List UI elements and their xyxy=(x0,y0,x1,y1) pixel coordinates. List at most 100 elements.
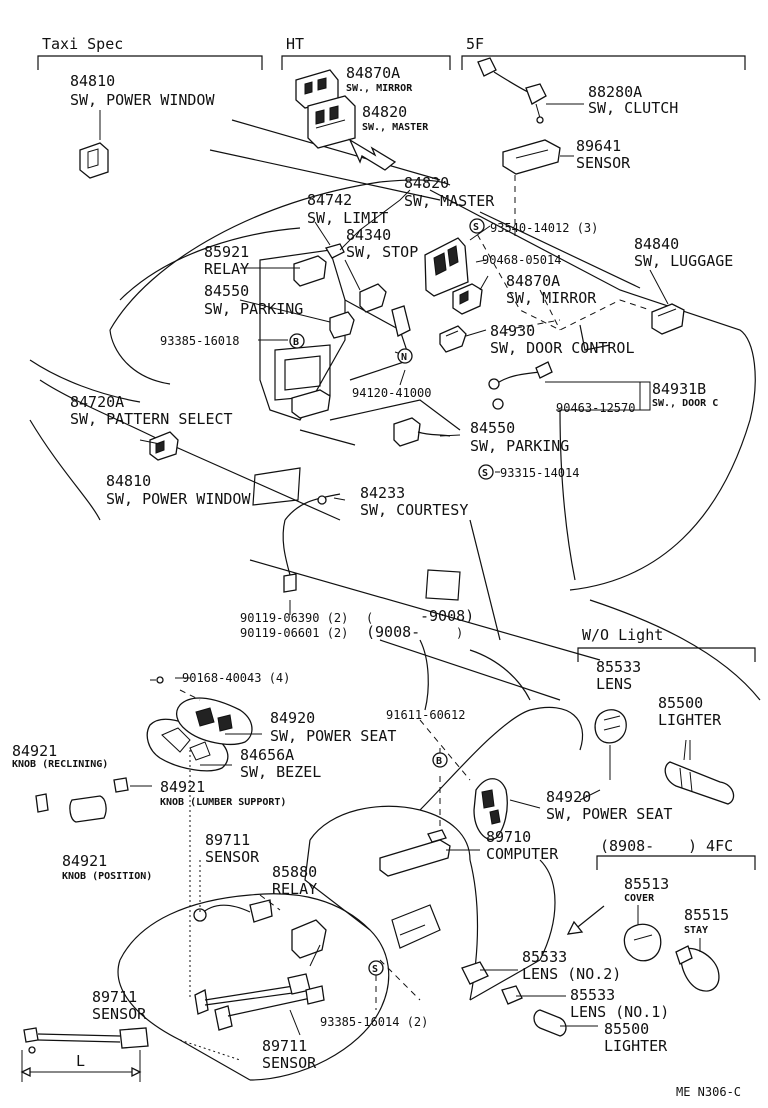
seat-outline xyxy=(117,706,584,1081)
part-number: 84920 xyxy=(270,709,315,727)
part-name: SW, PATTERN SELECT xyxy=(70,410,233,428)
section-ht: HT xyxy=(286,35,304,53)
part-name: KNOB (LUMBER SUPPORT) xyxy=(160,797,286,808)
part-number: 84810 xyxy=(70,72,115,90)
power-seat-switch-icon xyxy=(150,676,253,745)
section-taxi-spec: Taxi Spec xyxy=(42,35,123,53)
callout-marks: S B N S B S xyxy=(289,218,494,976)
part-number: 84920 xyxy=(546,788,591,806)
part-name: LENS xyxy=(596,675,632,693)
fastener-code: 93540-14012 (3) xyxy=(490,221,598,235)
part-number: 85921 xyxy=(204,243,249,261)
part-number: 84550 xyxy=(204,282,249,300)
stop-switch-icon xyxy=(359,283,411,337)
lens-no2-icon xyxy=(461,961,489,985)
sensor-cable-icon xyxy=(23,1027,149,1054)
lens-no1-icon xyxy=(501,985,523,1005)
part-name: SW, STOP xyxy=(346,243,418,261)
fastener-code: 90119-06390 (2) xyxy=(240,611,348,625)
computer-icon xyxy=(379,829,451,877)
part-number: 84550 xyxy=(470,419,515,437)
part-name: SW, MIRROR xyxy=(506,289,597,307)
clutch-switch-icon xyxy=(477,57,547,124)
part-name: STAY xyxy=(684,925,708,936)
part-name: COVER xyxy=(624,893,655,904)
door-courtesy-switch-icon xyxy=(488,361,553,410)
part-number: 89711 xyxy=(262,1037,307,1055)
part-name: KNOB (RECLINING) xyxy=(12,759,108,770)
arrow-icon xyxy=(348,138,397,171)
part-number: 85500 xyxy=(658,694,703,712)
fastener-code: 93385-16018 xyxy=(160,334,239,348)
part-number: 85880 xyxy=(272,863,317,881)
part-name: SW, DOOR CONTROL xyxy=(490,339,635,357)
cover-icon xyxy=(623,923,662,962)
part-name: SW., MASTER xyxy=(362,122,429,133)
part-number: 84921 xyxy=(160,778,205,796)
lens-icon xyxy=(594,709,627,744)
right-power-seat-switch-icon xyxy=(473,778,508,840)
fastener-code: 90119-06601 (2) xyxy=(240,626,348,640)
knob-position-icon xyxy=(69,795,107,823)
part-number: 85533 xyxy=(570,986,615,1004)
pattern-select-switch-icon xyxy=(149,431,179,461)
relay-seat-icon xyxy=(291,919,327,959)
part-name: SW, LIMIT xyxy=(307,209,388,227)
part-name: SENSOR xyxy=(262,1054,317,1072)
switch-power-window-icon xyxy=(79,110,109,179)
mirror-switch-door-icon xyxy=(452,283,483,315)
box-icon xyxy=(291,389,331,419)
part-name: SW, PARKING xyxy=(204,300,303,318)
part-number: 88280A xyxy=(588,83,642,101)
callout-b-mark: B xyxy=(436,756,442,767)
switch-master-icon xyxy=(307,95,356,149)
sensor-icon xyxy=(502,139,561,175)
parking-switch-dash-icon xyxy=(329,311,355,339)
part-name: SW., MIRROR xyxy=(346,83,413,94)
fastener-range: ) xyxy=(456,626,463,640)
part-name: SW, POWER WINDOW xyxy=(70,91,215,109)
part-number: 89711 xyxy=(92,988,137,1006)
part-name: SW, MASTER xyxy=(404,192,495,210)
leader-lines xyxy=(130,103,701,1061)
part-name: SW, POWER SEAT xyxy=(546,805,672,823)
callout-n-mark: N xyxy=(401,352,407,363)
fastener-code: 94120-41000 xyxy=(352,386,431,400)
part-number: 89641 xyxy=(576,137,621,155)
door-control-switch-icon xyxy=(439,325,467,353)
part-name: SW, LUGGAGE xyxy=(634,252,733,270)
part-number: 84840 xyxy=(634,235,679,253)
part-number: 84720A xyxy=(70,393,124,411)
part-name: SENSOR xyxy=(576,154,631,172)
part-number: 84656A xyxy=(240,746,294,764)
fastener-range: -9008) xyxy=(420,607,474,625)
dimension-l: L xyxy=(20,1050,142,1082)
callout-b-mark: B xyxy=(293,337,299,348)
part-name: SW., DOOR C xyxy=(652,398,718,409)
part-number: 84921 xyxy=(62,852,107,870)
section-brackets xyxy=(37,55,756,870)
relay-icon xyxy=(293,255,327,287)
knob-lumber-icon xyxy=(113,777,129,793)
part-name: SW, PARKING xyxy=(470,437,569,455)
section-wo-light: W/O Light xyxy=(582,626,663,644)
arrow-lower-icon xyxy=(566,905,605,935)
fastener-code: 93315-14014 xyxy=(500,466,579,480)
part-number: 84870A xyxy=(506,272,560,290)
part-number: 84742 xyxy=(307,191,352,209)
part-number: 85533 xyxy=(596,658,641,676)
fastener-code: 90168-40043 (4) xyxy=(182,671,290,685)
part-name: LENS (NO.1) xyxy=(570,1003,669,1021)
part-number: 84340 xyxy=(346,226,391,244)
callout-s-mark: S xyxy=(473,222,479,233)
part-name: KNOB (POSITION) xyxy=(62,871,152,882)
part-name: SW, POWER SEAT xyxy=(270,727,396,745)
part-name: RELAY xyxy=(204,260,249,278)
fastener-range: ( xyxy=(366,611,373,625)
part-name: SENSOR xyxy=(205,848,260,866)
limit-switch-icon xyxy=(325,243,345,259)
part-number: 84870A xyxy=(346,64,400,82)
lighter-lower-icon xyxy=(533,1009,567,1037)
section-range-start: (8908- xyxy=(600,837,654,855)
part-name: SW, COURTESY xyxy=(360,501,468,519)
